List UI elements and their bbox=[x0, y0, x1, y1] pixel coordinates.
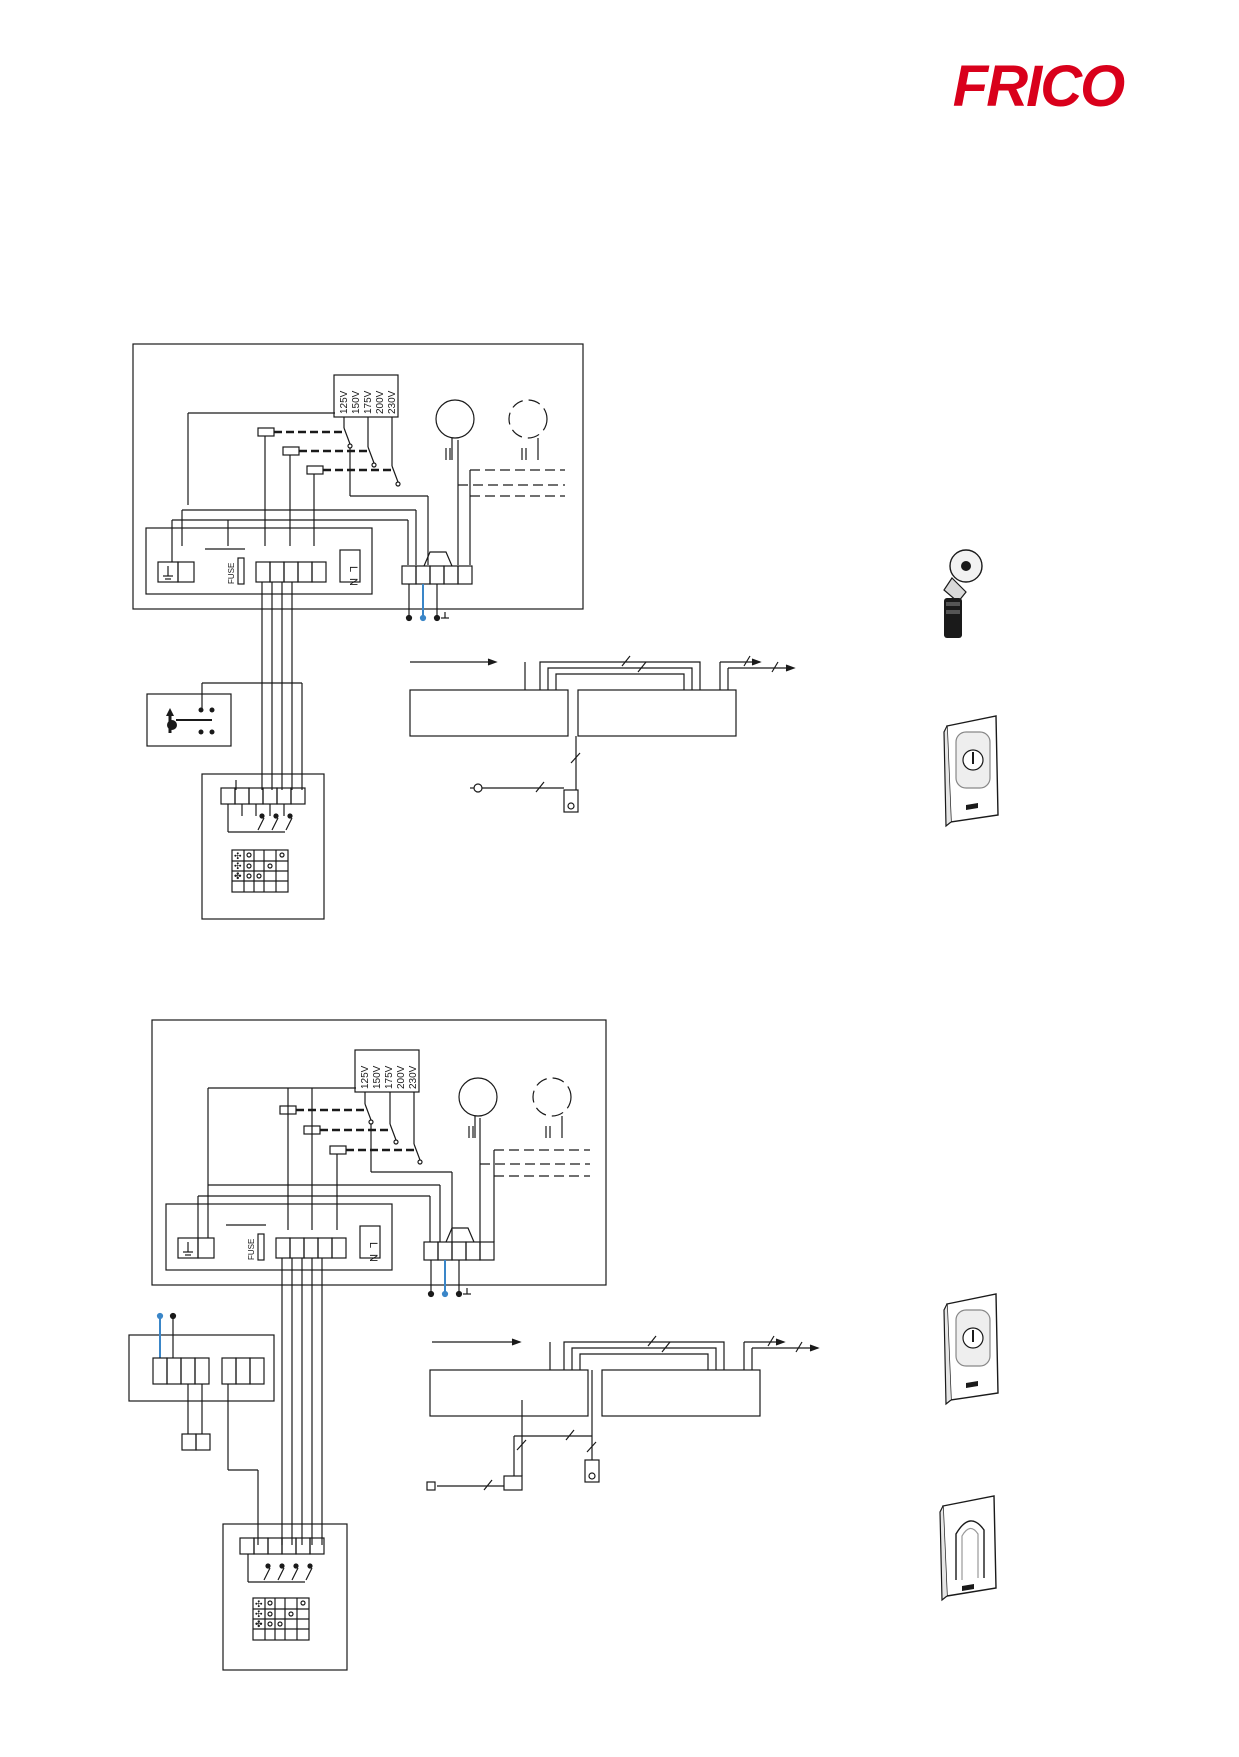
ground-terminal bbox=[177, 1237, 215, 1259]
heater-units-top bbox=[409, 655, 796, 813]
fuse-label: FUSE bbox=[247, 1239, 256, 1260]
heater-unit-1 bbox=[429, 1369, 589, 1417]
voltage-tap-box bbox=[354, 1049, 420, 1093]
relay-box bbox=[128, 1312, 275, 1545]
relay-coil bbox=[329, 1145, 347, 1155]
heater-unit-1 bbox=[409, 689, 569, 737]
fan-motor-dashed-icon bbox=[532, 1077, 572, 1138]
fan-icon: ✣ bbox=[255, 1609, 263, 1619]
wall-controller-top: ✣ ✣ ✤ bbox=[201, 773, 325, 920]
control-board bbox=[165, 1203, 393, 1271]
motor-wiring bbox=[197, 1118, 590, 1242]
thermostat-product-image bbox=[943, 715, 999, 828]
motor-icon bbox=[435, 399, 475, 460]
voltage-tap-label: 150V bbox=[372, 1065, 383, 1089]
voltage-tap-box bbox=[333, 374, 399, 418]
fuse: FUSE bbox=[247, 1233, 265, 1261]
unit-enclosure-bottom bbox=[151, 1019, 607, 1286]
fuse: FUSE bbox=[227, 557, 245, 585]
fan-icon: ✣ bbox=[255, 1599, 263, 1609]
switch-position-table: ✣ ✣ ✤ bbox=[252, 1597, 310, 1641]
door-contact-switch bbox=[146, 693, 232, 747]
thermostat-icon bbox=[584, 1459, 600, 1483]
signal-terminal-block bbox=[275, 1237, 347, 1259]
voltage-tap-label: 200V bbox=[396, 1065, 407, 1089]
voltage-tap-label: 125V bbox=[339, 390, 350, 414]
voltage-tap-label: 175V bbox=[363, 390, 374, 414]
signal-terminal-block bbox=[255, 561, 327, 583]
door-contact-icon bbox=[166, 708, 174, 716]
fuse-label: FUSE bbox=[227, 563, 236, 584]
relay-group bbox=[187, 412, 401, 546]
heat-icon: ✤ bbox=[255, 1619, 263, 1629]
ground-terminal bbox=[157, 561, 195, 583]
relay-coil bbox=[257, 427, 275, 437]
mains-terminal-block bbox=[401, 551, 473, 585]
control-cable-bundle bbox=[281, 1258, 323, 1545]
frico-logo: FRICO bbox=[953, 54, 1127, 119]
voltage-tap-label: 125V bbox=[360, 1065, 371, 1089]
thermostat-product-image bbox=[943, 1293, 999, 1406]
supply-terminal-ln: L N bbox=[359, 1225, 381, 1262]
unit-enclosure-top bbox=[132, 343, 584, 610]
wall-controller-bottom: ✣ ✣ ✤ bbox=[222, 1523, 348, 1671]
relay-group bbox=[207, 1087, 423, 1230]
mains-terminal-block bbox=[423, 1227, 495, 1261]
heater-unit-2 bbox=[601, 1369, 761, 1417]
room-sensor-product-image bbox=[939, 1495, 997, 1602]
mains-supply bbox=[427, 1260, 471, 1298]
voltage-tap-label: 230V bbox=[387, 390, 398, 414]
mains-supply bbox=[405, 584, 449, 622]
voltage-tap-label: 175V bbox=[384, 1065, 395, 1089]
motor-icon bbox=[458, 1077, 498, 1138]
voltage-tap-label: 230V bbox=[408, 1065, 419, 1089]
relay-module-icon bbox=[503, 1475, 523, 1491]
fan-motor-dashed-icon bbox=[508, 399, 548, 460]
fan-icon: ✣ bbox=[234, 861, 242, 871]
terminal-label-l: L bbox=[367, 1242, 379, 1248]
relay-coil bbox=[306, 465, 324, 475]
heat-icon: ✤ bbox=[234, 871, 242, 881]
frico-logo-text: FRICO bbox=[953, 54, 1125, 119]
control-cable-bundle bbox=[201, 582, 303, 790]
terminal-label-n: N bbox=[367, 1254, 379, 1262]
fan-icon: ✣ bbox=[234, 851, 242, 861]
relay-coil bbox=[282, 446, 300, 456]
sensor-terminal bbox=[181, 1433, 197, 1451]
supply-terminal-ln: L N bbox=[339, 549, 361, 586]
motor-wiring bbox=[171, 440, 565, 565]
wiring-diagram-top: 125V 150V 175V 200V 230V bbox=[132, 343, 796, 920]
terminal-label-l: L bbox=[347, 566, 359, 572]
heater-units-bottom bbox=[426, 1335, 820, 1491]
control-board bbox=[145, 527, 373, 595]
door-contact-product-image bbox=[943, 549, 983, 638]
voltage-tap-label: 150V bbox=[351, 390, 362, 414]
sensor-icon bbox=[426, 1481, 436, 1491]
switch-position-table: ✣ ✣ ✤ bbox=[231, 849, 289, 893]
terminal-label-n: N bbox=[347, 578, 359, 586]
wiring-diagram-bottom: 125V 150V 175V 200V 230V bbox=[128, 1019, 820, 1671]
thermostat-icon bbox=[563, 789, 579, 813]
voltage-tap-label: 200V bbox=[375, 390, 386, 414]
heater-unit-2 bbox=[577, 689, 737, 737]
sensor-icon bbox=[473, 783, 483, 793]
